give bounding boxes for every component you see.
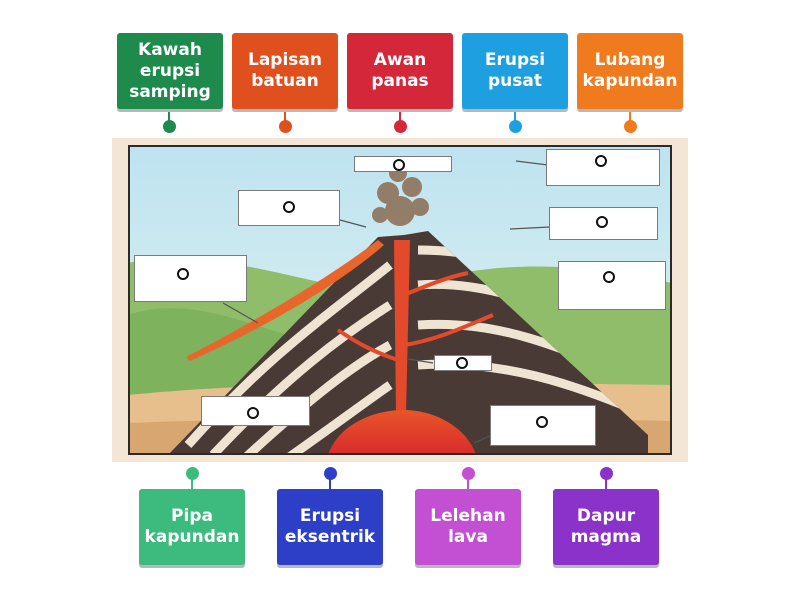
label-tile-lubang-kapundan[interactable]: Lubang kapundan	[577, 33, 683, 109]
tile-connector	[284, 112, 286, 124]
tile-anchor-dot	[186, 467, 199, 480]
tile-connector	[467, 478, 469, 490]
tile-connector	[629, 112, 631, 124]
drop-target-lapisan-batuan-area[interactable]	[558, 261, 666, 310]
drop-target-pin	[595, 155, 607, 167]
tile-anchor-dot	[509, 120, 522, 133]
label-tile-lapisan-batuan[interactable]: Lapisan batuan	[232, 33, 338, 109]
drop-target-pin	[536, 416, 548, 428]
label-tile-erupsi-pusat[interactable]: Erupsi pusat	[462, 33, 568, 109]
tile-connector	[329, 478, 331, 490]
label-tile-dapur-magma[interactable]: Dapur magma	[553, 489, 659, 565]
pointer-lines	[222, 160, 551, 444]
main-conduit	[394, 240, 410, 415]
tile-anchor-dot	[324, 467, 337, 480]
drop-target-pin	[603, 271, 615, 283]
magma-chamber	[328, 410, 476, 455]
tile-connector	[168, 112, 170, 124]
drop-target-pin	[456, 357, 468, 369]
tile-connector	[514, 112, 516, 124]
tile-connector	[605, 478, 607, 490]
side-lava-flow	[186, 240, 384, 361]
label-tile-erupsi-eksentrik[interactable]: Erupsi eksentrik	[277, 489, 383, 565]
label-tile-awan-panas[interactable]: Awan panas	[347, 33, 453, 109]
label-tile-lelehan-lava[interactable]: Lelehan lava	[415, 489, 521, 565]
tile-connector	[399, 112, 401, 124]
label-tile-kawah-erupsi-samping[interactable]: Kawah erupsi samping	[117, 33, 223, 109]
tile-anchor-dot	[279, 120, 292, 133]
tile-connector	[191, 478, 193, 490]
tile-anchor-dot	[624, 120, 637, 133]
drop-target-erupsi-eksentrik-area[interactable]	[134, 255, 247, 302]
ash-cloud	[372, 164, 429, 226]
tile-anchor-dot	[462, 467, 475, 480]
drop-target-pin	[247, 407, 259, 419]
drop-target-pin	[596, 216, 608, 228]
secondary-conduit	[336, 271, 494, 362]
drop-target-pin	[393, 159, 405, 171]
label-tile-pipa-kapundan[interactable]: Pipa kapundan	[139, 489, 245, 565]
drop-target-pin	[283, 201, 295, 213]
tile-anchor-dot	[163, 120, 176, 133]
drop-target-pin	[177, 268, 189, 280]
tile-anchor-dot	[394, 120, 407, 133]
tile-anchor-dot	[600, 467, 613, 480]
